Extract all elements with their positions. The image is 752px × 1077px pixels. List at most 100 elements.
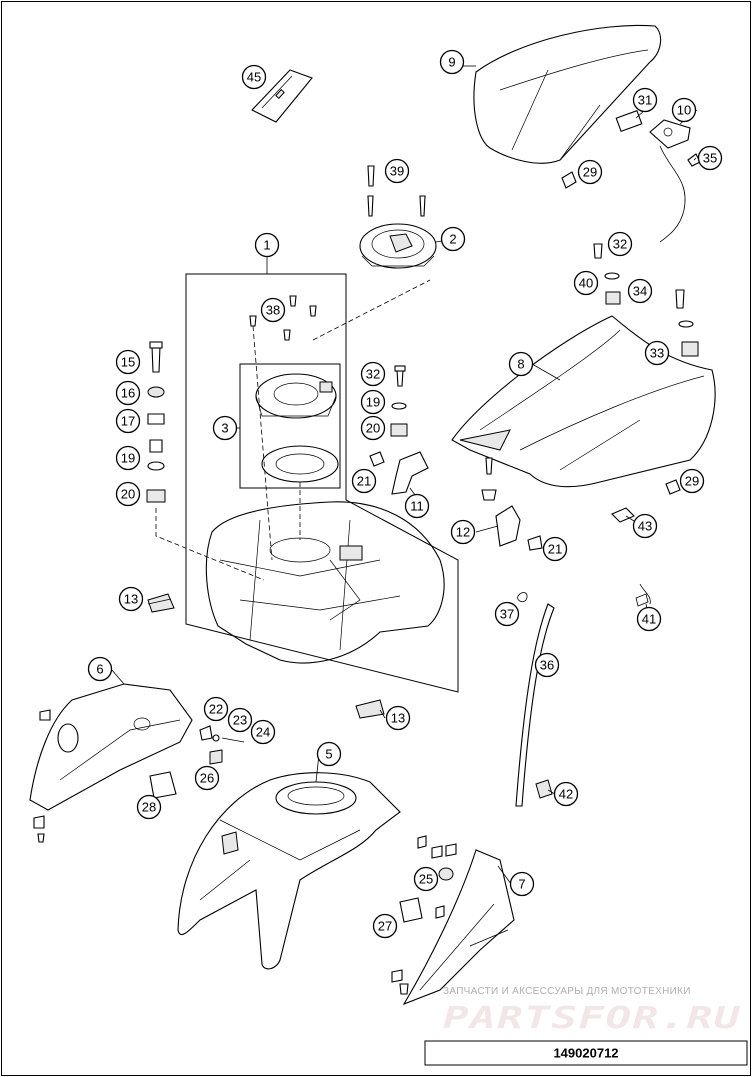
callout-17[interactable]: 17 [115, 408, 141, 434]
watermark: ЗАПЧАСТИ И АКСЕССУАРЫ ДЛЯ МОТОТЕХНИКИ PA… [443, 986, 741, 1036]
callout-19-left[interactable]: 19 [115, 445, 141, 471]
callout-24[interactable]: 24 [250, 719, 276, 745]
callout-13-left[interactable]: 13 [118, 586, 144, 612]
svg-text:26: 26 [200, 771, 214, 786]
svg-text:1: 1 [263, 238, 270, 253]
part-22-28-fasteners [149, 725, 245, 799]
svg-text:20: 20 [366, 421, 380, 436]
callout-43[interactable]: 43 [632, 513, 658, 539]
part-1-fuel-tank [205, 501, 445, 664]
callout-7[interactable]: 7 [509, 871, 535, 897]
callout-25[interactable]: 25 [413, 866, 439, 892]
part-39-screws [367, 165, 426, 217]
callout-42[interactable]: 42 [553, 781, 579, 807]
svg-text:27: 27 [378, 919, 392, 934]
part-32-19-20-21-fastener-stack [369, 365, 408, 467]
callout-36[interactable]: 36 [534, 652, 560, 678]
svg-text:19: 19 [366, 395, 380, 410]
part-25-27-fasteners [399, 835, 457, 923]
callout-22[interactable]: 22 [203, 696, 229, 722]
callout-31[interactable]: 31 [632, 87, 658, 113]
part-2-fuel-cap [359, 223, 437, 269]
svg-text:21: 21 [357, 474, 371, 489]
svg-text:28: 28 [142, 800, 156, 815]
svg-text:5: 5 [325, 747, 332, 762]
svg-text:3: 3 [221, 421, 228, 436]
callout-38[interactable]: 38 [260, 297, 286, 323]
part-42-clip [535, 779, 553, 799]
callout-39[interactable]: 39 [384, 158, 410, 184]
svg-text:32: 32 [366, 367, 380, 382]
part-31-10-35-seat-lock [615, 109, 701, 243]
svg-text:6: 6 [96, 662, 103, 677]
svg-text:29: 29 [583, 165, 597, 180]
svg-text:2: 2 [449, 232, 456, 247]
callout-21-center[interactable]: 21 [351, 468, 377, 494]
callout-13-right[interactable]: 13 [385, 705, 411, 731]
svg-text:40: 40 [579, 276, 593, 291]
svg-text:11: 11 [410, 499, 424, 514]
svg-text:8: 8 [517, 357, 524, 372]
svg-text:43: 43 [638, 519, 652, 534]
svg-text:36: 36 [540, 658, 554, 673]
part-13-rubber-pad-left [147, 593, 175, 613]
svg-text:41: 41 [642, 612, 656, 627]
callout-37[interactable]: 37 [494, 601, 520, 627]
callout-2[interactable]: 2 [440, 226, 466, 252]
svg-text:34: 34 [633, 284, 647, 299]
callout-21-right[interactable]: 21 [542, 536, 568, 562]
callout-9[interactable]: 9 [439, 49, 465, 75]
svg-text:37: 37 [500, 607, 514, 622]
callout-15[interactable]: 15 [115, 349, 141, 375]
svg-text:32: 32 [613, 237, 627, 252]
callout-23[interactable]: 23 [227, 707, 253, 733]
callout-11[interactable]: 11 [404, 493, 430, 519]
part-5-tank-cover [177, 772, 401, 970]
callout-27[interactable]: 27 [372, 913, 398, 939]
svg-text:39: 39 [390, 164, 404, 179]
part-6-left-side-cover [29, 683, 193, 843]
callout-45[interactable]: 45 [241, 64, 267, 90]
callout-32-center[interactable]: 32 [360, 361, 386, 387]
callout-1[interactable]: 1 [254, 232, 280, 258]
callout-32-right[interactable]: 32 [607, 231, 633, 257]
svg-text:38: 38 [266, 303, 280, 318]
callout-40[interactable]: 40 [573, 270, 599, 296]
callout-29-upper[interactable]: 29 [577, 159, 603, 185]
callout-19-center[interactable]: 19 [360, 389, 386, 415]
callout-35[interactable]: 35 [697, 145, 723, 171]
callout-41[interactable]: 41 [636, 606, 662, 632]
diagram-reference-box: 149020712 [424, 1040, 748, 1066]
part-38-screws [249, 295, 317, 341]
callout-20-center[interactable]: 20 [360, 415, 386, 441]
callout-28[interactable]: 28 [136, 794, 162, 820]
dashed-assembly-lines [155, 279, 431, 581]
callout-33[interactable]: 33 [644, 340, 670, 366]
callout-8[interactable]: 8 [508, 351, 534, 377]
part-32-40-34-33-fastener-stack [593, 243, 699, 357]
callout-10[interactable]: 10 [671, 97, 697, 123]
group-frame-1 [185, 273, 459, 693]
svg-text:15: 15 [121, 355, 135, 370]
part-45-key-card [251, 69, 313, 123]
svg-text:13: 13 [391, 711, 405, 726]
callout-29-lower[interactable]: 29 [679, 468, 705, 494]
callout-12[interactable]: 12 [450, 519, 476, 545]
svg-text:45: 45 [247, 70, 261, 85]
part-29-rubber-bump-upper [561, 171, 577, 189]
svg-text:42: 42 [559, 787, 573, 802]
svg-text:25: 25 [419, 872, 433, 887]
part-13-rubber-pad-right [355, 699, 385, 719]
callout-6[interactable]: 6 [87, 656, 113, 682]
watermark-brand: PARTSFOR.RU [443, 1001, 741, 1036]
callout-26[interactable]: 26 [194, 765, 220, 791]
callout-34[interactable]: 34 [627, 278, 653, 304]
svg-text:7: 7 [518, 877, 525, 892]
callout-5[interactable]: 5 [316, 741, 342, 767]
part-12-bracket [481, 457, 543, 551]
part-9-pillion-seat [473, 24, 662, 164]
callout-16[interactable]: 16 [115, 380, 141, 406]
callout-3[interactable]: 3 [212, 415, 238, 441]
svg-text:33: 33 [650, 346, 664, 361]
callout-20-left[interactable]: 20 [115, 481, 141, 507]
